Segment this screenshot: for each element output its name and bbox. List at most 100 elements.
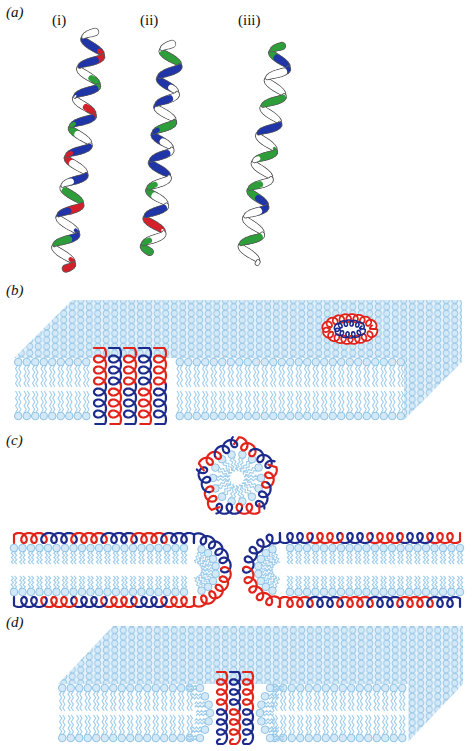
lipid-tail: [271, 391, 273, 413]
lipid-tail: [383, 691, 385, 711]
lipid-tail: [432, 576, 434, 589]
lipid-head: [373, 734, 381, 742]
lipid-tail: [100, 551, 102, 564]
lipid-tail: [168, 576, 170, 589]
lipid-tail: [78, 391, 80, 413]
lipid-head: [152, 734, 160, 742]
lipid-tail: [444, 551, 446, 564]
helix-outline: [241, 243, 242, 244]
helix-residue: [245, 215, 246, 216]
lipid-tail: [279, 391, 281, 413]
lipid-tail: [23, 551, 25, 564]
lipid-tail: [88, 691, 90, 711]
lipid-head: [388, 544, 396, 552]
lipid-tail: [299, 391, 301, 413]
panel-label: (d): [6, 614, 24, 631]
lipid-tail: [231, 391, 233, 413]
lipid-tail: [102, 691, 104, 711]
lipid-tail: [74, 576, 76, 589]
lipid-tail: [156, 715, 158, 735]
lipid-tail: [261, 569, 273, 573]
lipid-head: [201, 726, 209, 734]
peptide-coil: [109, 348, 121, 384]
lipid-head: [74, 358, 82, 366]
lipid-head: [266, 684, 274, 692]
subpanel-label: (iii): [238, 12, 261, 29]
lipid-head: [198, 587, 206, 595]
lipid-tail: [218, 481, 231, 488]
lipid-head: [448, 588, 456, 596]
lipid-tail: [122, 715, 124, 735]
lipid-tail: [177, 365, 179, 387]
lipid-head: [295, 544, 303, 552]
lipid-head: [135, 684, 143, 692]
lipid-tail: [274, 577, 279, 588]
lipid-tail: [282, 365, 284, 387]
lipid-tail: [440, 551, 442, 564]
lipid-tail: [374, 691, 376, 711]
lipid-head: [339, 684, 347, 692]
lipid-tail: [139, 551, 141, 564]
lipid-head: [201, 358, 209, 366]
lipid-tail: [32, 576, 34, 589]
lipid-tail: [401, 365, 403, 387]
peptide-coil: [427, 597, 460, 607]
lipid-tail: [240, 391, 242, 413]
lipid-tail: [245, 365, 247, 387]
lipid-head: [27, 588, 35, 596]
lipid-tail: [113, 576, 115, 589]
lipid-tail: [230, 458, 235, 472]
lipid-tail: [114, 691, 116, 711]
lipid-tail: [36, 365, 38, 387]
lipid-tail: [142, 551, 144, 564]
lipid-head: [371, 358, 379, 366]
lipid-tail: [194, 365, 196, 387]
lipid-tail: [68, 715, 70, 735]
lipid-tail: [381, 551, 383, 564]
lipid-tail: [186, 739, 197, 741]
lipid-tail: [97, 691, 99, 711]
lipid-tail: [88, 551, 90, 564]
lipid-tail: [461, 551, 463, 564]
lipid-tail: [61, 391, 63, 413]
lipid-head: [40, 358, 48, 366]
peptide-coil: [139, 348, 151, 384]
lipid-head: [163, 588, 171, 596]
lipid-tail: [291, 391, 293, 413]
lipid-tail: [27, 365, 29, 387]
lipid-tail: [364, 576, 366, 589]
lipid-head: [75, 684, 83, 692]
lipid-tail: [262, 391, 264, 413]
lipid-head: [138, 588, 146, 596]
lipid-tail: [128, 715, 130, 735]
lipid-tail: [449, 551, 451, 564]
lipid-head: [303, 358, 311, 366]
helix-outline: [254, 160, 256, 161]
lipid-tail: [54, 551, 56, 564]
lipid-tail: [403, 691, 405, 711]
lipid-tail: [390, 391, 392, 413]
membrane-side-face: [404, 300, 462, 420]
lipid-tail: [244, 470, 257, 477]
peptide-coil: [216, 504, 242, 514]
lipid-tail: [316, 391, 318, 413]
lipid-tail: [449, 576, 451, 589]
lipid-tail: [299, 551, 301, 564]
lipid-tail: [200, 559, 210, 566]
lipid-tail: [288, 391, 290, 413]
lipid-head: [152, 684, 160, 692]
lipid-tail: [237, 365, 239, 387]
lipid-tail: [257, 365, 259, 387]
helix-residue: [263, 104, 265, 105]
lipid-tails: [16, 365, 404, 413]
lipid-tail: [418, 576, 420, 589]
lipid-tail: [367, 551, 369, 564]
membrane-front-face: [14, 358, 404, 420]
lipid-tail: [254, 391, 256, 413]
lipid-tail: [214, 391, 216, 413]
helix-residue: [272, 49, 274, 50]
lipid-head: [10, 588, 18, 596]
lipid-head: [19, 544, 27, 552]
lipid-head: [70, 588, 78, 596]
lipid-tail: [100, 576, 102, 589]
